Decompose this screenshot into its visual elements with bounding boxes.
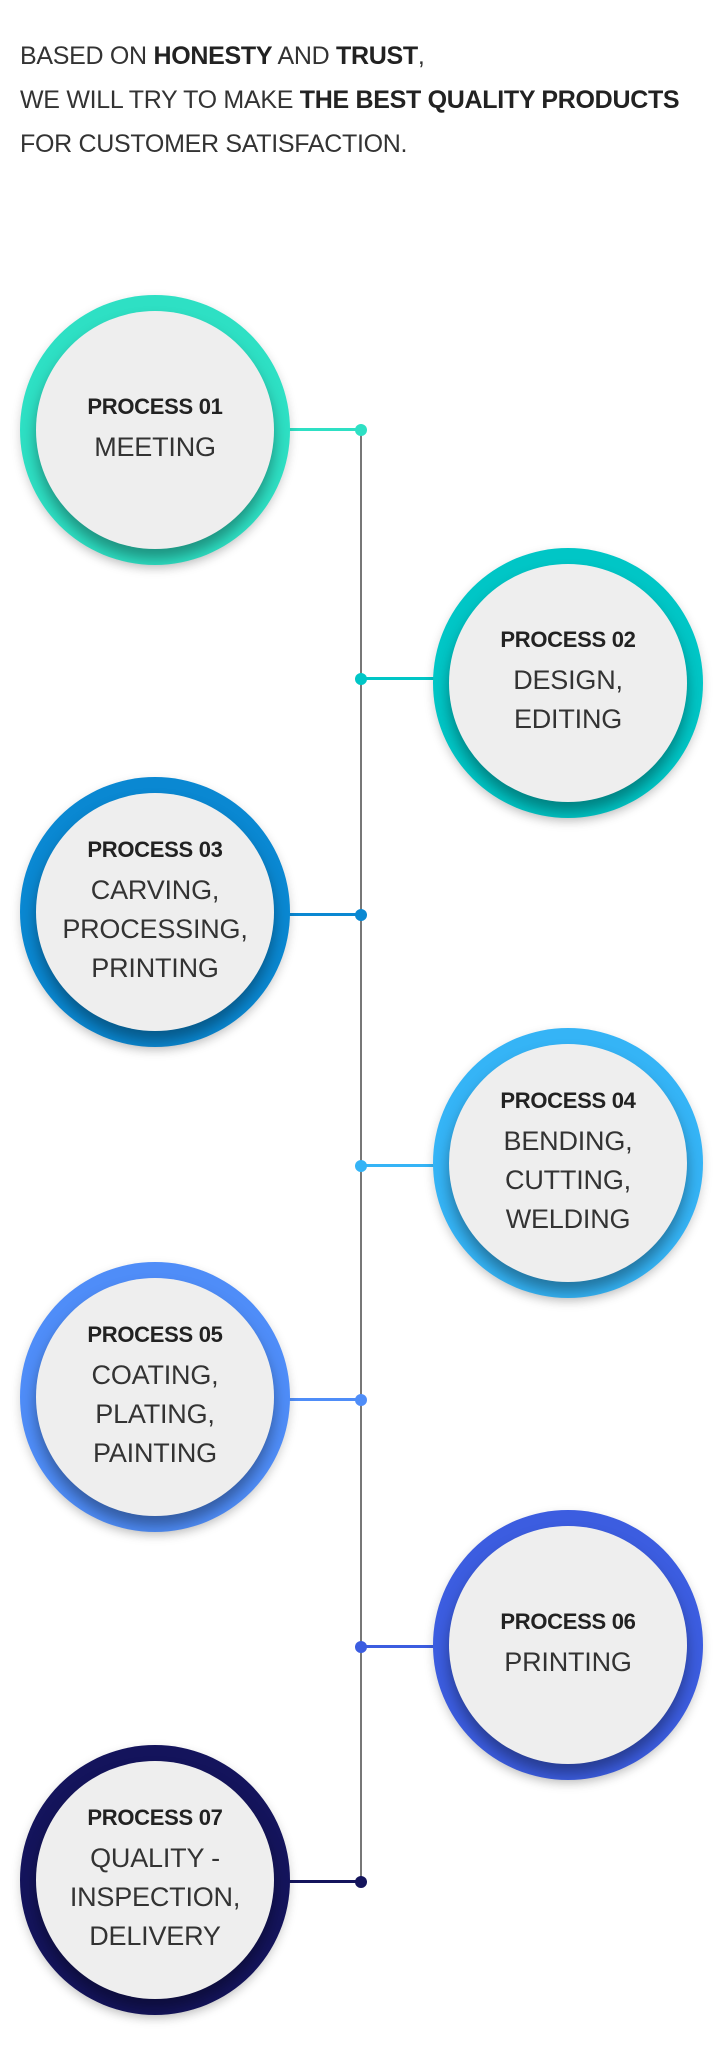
process-circle-06: PROCESS 06 PRINTING [433,1510,703,1780]
process-card-inner: PROCESS 01 MEETING [36,311,274,549]
intro-line-1: BASED ON HONESTY AND TRUST, [20,34,700,78]
process-title: PROCESS 03 [87,836,223,862]
process-title: PROCESS 07 [87,1804,223,1830]
process-title: PROCESS 02 [500,627,636,652]
process-circle-07: PROCESS 07 QUALITY - INSPECTION, DELIVER… [20,1745,290,2015]
timeline-dot-07 [355,1876,367,1888]
connector-07 [289,1880,361,1883]
intro-emphasis-honesty: HONESTY [153,42,273,70]
process-circle-05: PROCESS 05 COATING, PLATING, PAINTING [20,1262,290,1532]
process-description: MEETING [94,431,216,462]
intro-emphasis-trust: TRUST [336,42,418,70]
process-description: PRINTING [504,1646,632,1677]
process-description: COATING, PLATING, PAINTING [91,1359,219,1468]
timeline-line [360,429,362,1877]
intro-line-2: WE WILL TRY TO MAKE THE BEST QUALITY PRO… [20,78,700,122]
process-title: PROCESS 05 [87,1321,223,1347]
process-description: DESIGN, EDITING [513,665,623,734]
process-description: QUALITY - INSPECTION, DELIVERY [69,1842,241,1951]
intro-text-segment: AND [272,42,336,70]
connector-05 [289,1398,361,1401]
intro-text-segment: WE WILL TRY TO MAKE [20,86,300,114]
process-title: PROCESS 01 [87,393,223,419]
process-title: PROCESS 04 [500,1087,636,1113]
intro-text: BASED ON HONESTY AND TRUST, WE WILL TRY … [20,34,700,166]
connector-06 [361,1645,434,1648]
timeline-dot-05 [355,1394,367,1406]
intro-line-3: FOR CUSTOMER SATISFACTION. [20,130,408,158]
timeline-dot-04 [355,1160,367,1172]
timeline-dot-01 [355,424,367,436]
connector-04 [361,1164,434,1167]
intro-text-segment: BASED ON [20,42,154,70]
process-card-inner: PROCESS 05 COATING, PLATING, PAINTING [36,1278,274,1516]
process-card-inner: PROCESS 03 CARVING, PROCESSING, PRINTING [36,793,274,1031]
process-circle-04: PROCESS 04 BENDING, CUTTING, WELDING [433,1028,703,1298]
process-description: CARVING, PROCESSING, PRINTING [62,874,248,983]
process-description: BENDING, CUTTING, WELDING [503,1125,633,1234]
process-circle-03: PROCESS 03 CARVING, PROCESSING, PRINTING [20,777,290,1047]
intro-text-segment: , [417,42,425,70]
timeline-dot-02 [355,673,367,685]
timeline-dot-03 [355,909,367,921]
connector-02 [361,677,434,680]
connector-01 [289,428,361,431]
process-card-inner: PROCESS 07 QUALITY - INSPECTION, DELIVER… [36,1761,274,1999]
process-circle-01: PROCESS 01 MEETING [20,295,290,565]
process-card-inner: PROCESS 04 BENDING, CUTTING, WELDING [449,1044,687,1282]
timeline-dot-06 [355,1641,367,1653]
intro-emphasis-quality: THE BEST QUALITY PRODUCTS [299,86,680,114]
process-circle-02: PROCESS 02 DESIGN, EDITING [433,548,703,818]
connector-03 [289,913,361,916]
process-card-inner: PROCESS 02 DESIGN, EDITING [449,564,687,802]
process-title: PROCESS 06 [500,1608,636,1634]
process-card-inner: PROCESS 06 PRINTING [449,1526,687,1764]
